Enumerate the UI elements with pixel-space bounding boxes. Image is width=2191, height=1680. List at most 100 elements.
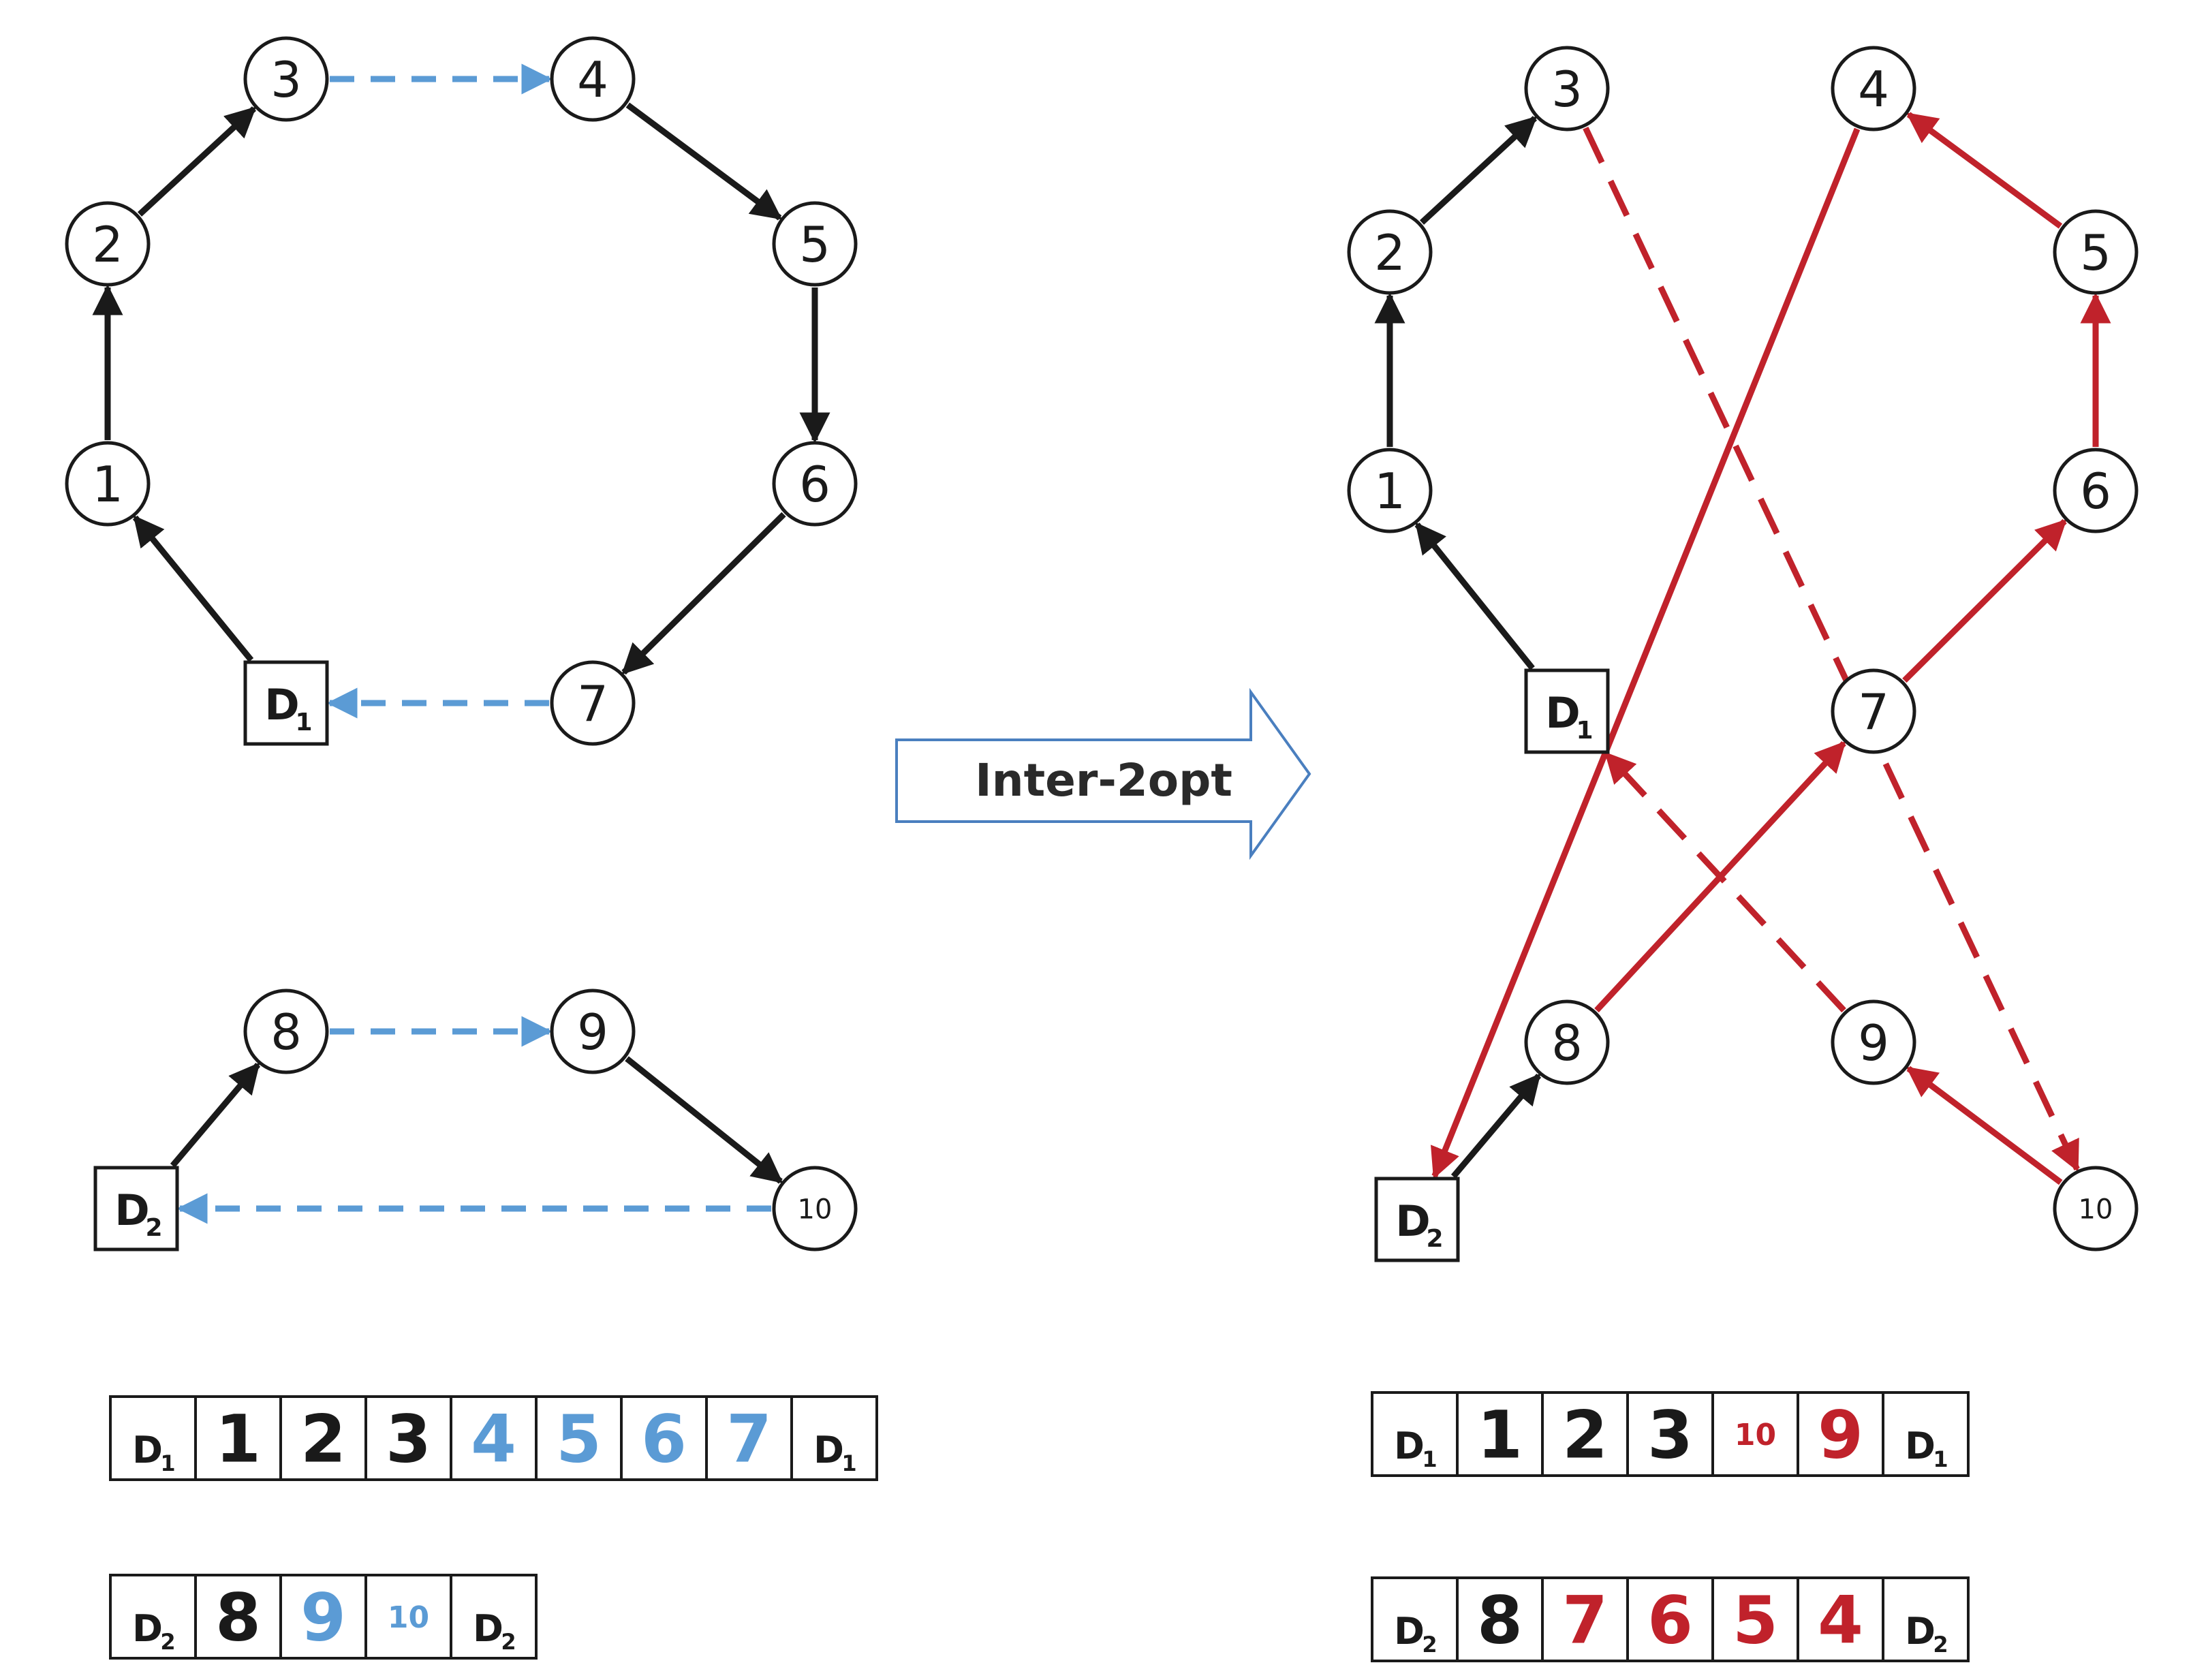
seq-before-route2-cell-0 — [109, 1574, 197, 1660]
after-node-label-n5: 5 — [2080, 224, 2111, 281]
seq-after-route1-cell-5-label: 9 — [1818, 1397, 1863, 1474]
seq-before-route2-cell-3 — [364, 1574, 452, 1660]
before-node-circle-n1 — [65, 441, 151, 527]
seq-after-route1-cell-1 — [1456, 1391, 1544, 1477]
after-node-n2: 2 — [1347, 209, 1433, 295]
after-node-n5: 5 — [2053, 209, 2139, 295]
seq-after-route2-cell-0-sub: 2 — [1422, 1632, 1437, 1658]
after-node-circle-n9 — [1831, 999, 1916, 1085]
before-edge-n9-to-n10 — [625, 1056, 783, 1184]
seq-after-route1-cell-6-label: D — [1905, 1425, 1936, 1467]
seq-after-route2-cell-6 — [1882, 1576, 1970, 1662]
before-node-n8: 8 — [243, 989, 329, 1074]
after-node-n9: 9 — [1831, 999, 1916, 1085]
seq-before-route2-cell-1 — [194, 1574, 282, 1660]
seq-before-route1-cell-0-sub: 1 — [160, 1450, 175, 1476]
before-edges — [92, 63, 830, 1224]
seq-before-route1-cell-8-sub: 1 — [841, 1450, 856, 1476]
seq-after-route2-cell-5-label: 4 — [1818, 1583, 1863, 1659]
after-depot-box-d1 — [1524, 668, 1610, 754]
before-node-n6: 6 — [772, 441, 858, 527]
seq-after-route1-cell-4 — [1711, 1391, 1799, 1477]
after-node-label-n10: 10 — [2079, 1194, 2113, 1225]
seq-before-route1-cell-3 — [364, 1395, 452, 1481]
after-node-circle-n2 — [1347, 209, 1433, 295]
before-depot-sub-d2: 2 — [145, 1214, 162, 1242]
seq-after-route1-cell-3-label: 3 — [1647, 1397, 1693, 1474]
before-node-circle-n6 — [772, 441, 858, 527]
before-depot-label-d1: D — [264, 680, 299, 730]
before-node-n5: 5 — [772, 201, 858, 287]
seq-after-route2-cell-2-label: 7 — [1562, 1583, 1608, 1659]
before-depot-box-d2 — [93, 1166, 179, 1251]
before-node-label-n1: 1 — [92, 456, 123, 513]
after-depot-box-d2 — [1374, 1177, 1460, 1262]
seq-before-route1-cell-5-label: 5 — [556, 1401, 602, 1478]
seq-before-route1-cell-6 — [620, 1395, 708, 1481]
after-depot-sub-d1: 1 — [1576, 717, 1593, 745]
seq-before-route2-cell-1-label: 8 — [215, 1580, 261, 1656]
seq-after-route2-cell-0-label: D — [1394, 1610, 1425, 1653]
before-depot-sub-d1: 1 — [295, 709, 312, 736]
before-node-label-n2: 2 — [92, 216, 123, 273]
seq-before-route2-cell-2 — [279, 1574, 367, 1660]
seq-after-route2-cell-1 — [1456, 1576, 1544, 1662]
before-node-circle-n2 — [65, 201, 151, 287]
after-depot-label-d1: D — [1545, 688, 1580, 738]
before-node-n4: 4 — [550, 36, 636, 122]
before-node-n3: 3 — [243, 36, 329, 122]
after-depot-label-d2: D — [1395, 1196, 1430, 1246]
seq-after-route1-cell-6 — [1882, 1391, 1970, 1477]
after-edge-n10-to-n9 — [1906, 1065, 2063, 1185]
after-node-label-n8: 8 — [1551, 1014, 1583, 1072]
before-node-label-n3: 3 — [270, 51, 302, 108]
before-depot-box-d1 — [243, 660, 329, 746]
before-node-circle-n5 — [772, 201, 858, 287]
transform-arrow: Inter-2opt — [895, 687, 1311, 860]
seq-before-route1-cell-6-label: 6 — [641, 1401, 687, 1478]
after-edge-d1-to-n1 — [1414, 522, 1535, 670]
before-node-circle-n4 — [550, 36, 636, 122]
after-node-n6: 6 — [2053, 448, 2139, 533]
after-node-circle-n3 — [1524, 46, 1610, 131]
after-node-label-n6: 6 — [2080, 463, 2111, 520]
before-node-circle-n9 — [550, 989, 636, 1074]
seq-after-route2-cell-3-label: 6 — [1647, 1583, 1693, 1659]
after-edge-n4-to-d2 — [1431, 127, 1861, 1179]
before-node-label-n6: 6 — [799, 456, 830, 513]
seq-after-route2-cell-6-sub: 2 — [1933, 1632, 1948, 1658]
seq-after-route1-cell-0-sub: 1 — [1422, 1446, 1437, 1472]
seq-after-route1-cell-2 — [1541, 1391, 1629, 1477]
before-node-label-n9: 9 — [577, 1004, 608, 1061]
before-node-label-n8: 8 — [270, 1004, 302, 1061]
after-edge-n7-to-n6 — [1902, 518, 2067, 683]
before-node-circle-n7 — [550, 660, 636, 746]
after-node-n3: 3 — [1524, 46, 1610, 131]
after-node-n4: 4 — [1831, 46, 1916, 131]
seq-after-route1-cell-1-label: 1 — [1477, 1397, 1523, 1474]
before-node-n10: 10 — [772, 1166, 858, 1251]
seq-before-route1-cell-0-label: D — [132, 1429, 163, 1472]
seq-after-route2-cell-6-label: D — [1905, 1610, 1936, 1653]
after-node-label-n4: 4 — [1858, 61, 1889, 118]
before-node-n7: 7 — [550, 660, 636, 746]
before-node-circle-n10 — [772, 1166, 858, 1251]
seq-before-route1-cell-7 — [705, 1395, 793, 1481]
seq-before-route1-cell-7-label: 7 — [726, 1401, 772, 1478]
after-node-d1: D1 — [1524, 668, 1610, 754]
seq-before-route1-cell-4-label: 4 — [471, 1401, 516, 1478]
before-node-n1: 1 — [65, 441, 151, 527]
before-node-circle-n3 — [243, 36, 329, 122]
before-node-label-n4: 4 — [577, 51, 608, 108]
after-edge-n9-to-d1 — [1604, 751, 1846, 1013]
seq-after-route1-cell-4-label: 10 — [1735, 1418, 1776, 1452]
before-edge-d1-to-n1 — [132, 515, 254, 662]
seq-before-route2-cell-4 — [450, 1574, 538, 1660]
seq-before-route2-cell-0-label: D — [132, 1607, 163, 1650]
before-node-label-n7: 7 — [577, 675, 608, 732]
